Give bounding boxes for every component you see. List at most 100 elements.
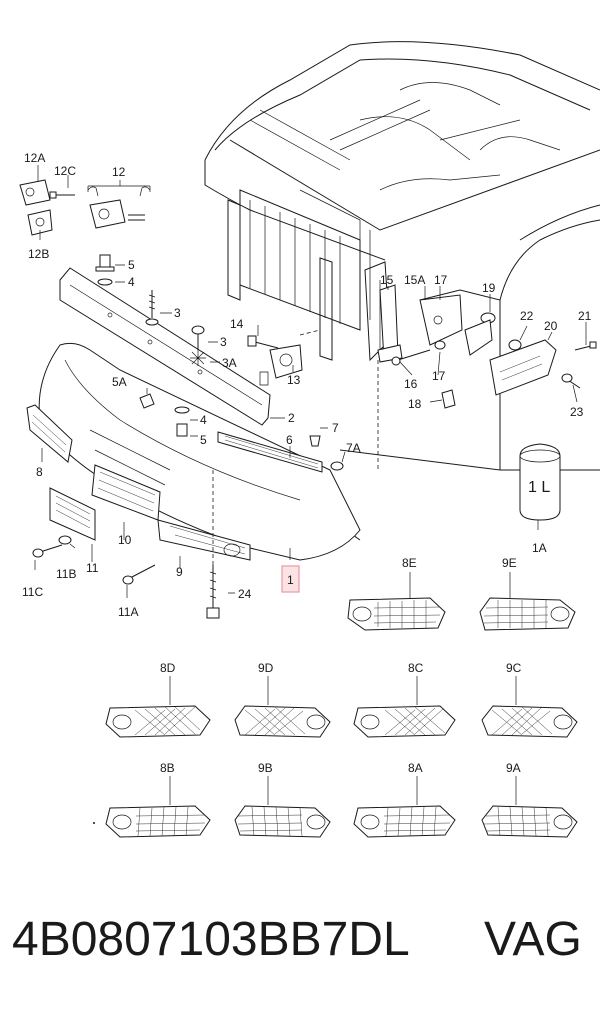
callout-9D: 9D bbox=[258, 661, 274, 675]
grille-9A bbox=[481, 805, 578, 838]
clip-3 bbox=[191, 325, 205, 350]
callout-8D: 8D bbox=[160, 661, 176, 675]
callout-1A: 1A bbox=[532, 541, 547, 555]
grille-9E bbox=[479, 597, 576, 631]
bracket-15A bbox=[419, 294, 463, 346]
callout-4-mid: 4 bbox=[200, 413, 207, 427]
callout-12B: 12B bbox=[28, 247, 49, 261]
grille-8-left bbox=[26, 404, 73, 463]
leader-lines bbox=[34, 165, 587, 805]
callout-9A: 9A bbox=[506, 761, 521, 775]
clip-22 bbox=[508, 339, 522, 351]
tow-bracket-12A bbox=[19, 179, 51, 206]
callout-10: 10 bbox=[118, 533, 132, 547]
callout-2: 2 bbox=[288, 411, 295, 425]
part-number: 4B0807103BB7DL bbox=[12, 913, 410, 966]
callout-6: 6 bbox=[286, 433, 293, 447]
callout-3A: 3A bbox=[222, 356, 237, 370]
callout-9C: 9C bbox=[506, 661, 522, 675]
bracket-19 bbox=[464, 312, 496, 356]
grille-9D bbox=[234, 705, 331, 738]
tow-bracket-12B bbox=[27, 209, 53, 236]
callout-12A: 12A bbox=[24, 151, 45, 165]
guide-20 bbox=[489, 339, 557, 396]
license-bracket-11 bbox=[49, 487, 96, 541]
callout-8B: 8B bbox=[160, 761, 175, 775]
callout-11C: 11C bbox=[22, 585, 43, 599]
callout-23: 23 bbox=[570, 405, 584, 419]
bolt-16 bbox=[391, 349, 431, 366]
callout-16: 16 bbox=[404, 377, 418, 391]
callout-9B: 9B bbox=[258, 761, 273, 775]
callout-3-left: 3 bbox=[174, 306, 181, 320]
callout-5-mid: 5 bbox=[200, 433, 207, 447]
callout-15: 15 bbox=[380, 273, 394, 287]
callout-8C: 8C bbox=[408, 661, 424, 675]
bolt-24 bbox=[206, 470, 220, 619]
callout-11A: 11A bbox=[118, 605, 138, 619]
grille-9B bbox=[234, 805, 331, 838]
callout-22: 22 bbox=[520, 309, 534, 323]
bumper-cover bbox=[38, 342, 361, 561]
callout-11B: 11B bbox=[56, 567, 76, 581]
screw-21 bbox=[574, 341, 597, 351]
callout-7: 7 bbox=[332, 421, 339, 435]
callout-4-top: 4 bbox=[128, 275, 135, 289]
grille-strip bbox=[217, 431, 323, 473]
callout-19: 19 bbox=[482, 281, 496, 295]
clip-5A bbox=[139, 393, 155, 409]
callout-18: 18 bbox=[408, 397, 422, 411]
screw-3-left bbox=[145, 290, 159, 326]
callout-7A: 7A bbox=[346, 441, 361, 455]
callout-14: 14 bbox=[230, 317, 244, 331]
grille-8B bbox=[105, 805, 211, 838]
callout-17-low: 17 bbox=[432, 369, 446, 383]
screw-11A bbox=[122, 564, 156, 585]
grille-8C bbox=[353, 705, 456, 738]
grille-8A bbox=[353, 805, 456, 838]
bracket-15 bbox=[377, 284, 403, 363]
bolt-5-top bbox=[95, 254, 115, 272]
callout-5-top: 5 bbox=[128, 258, 135, 272]
screw-11C bbox=[32, 544, 63, 558]
bracket-13 bbox=[259, 344, 303, 386]
washer-4-mid bbox=[174, 406, 190, 414]
screw-23 bbox=[561, 373, 581, 389]
bolt-14 bbox=[247, 335, 279, 349]
impact-bar bbox=[59, 267, 271, 426]
callout-17-top: 17 bbox=[434, 273, 448, 287]
callout-24: 24 bbox=[238, 587, 252, 601]
callout-20: 20 bbox=[544, 319, 558, 333]
callout-3-mid: 3 bbox=[220, 335, 227, 349]
highlight-box-1 bbox=[281, 565, 300, 593]
clip-3A bbox=[190, 350, 206, 366]
part-number-caption: 4B0807103BB7DL VAG bbox=[12, 912, 592, 982]
callout-8-left: 8 bbox=[36, 465, 43, 479]
grille-9C bbox=[481, 705, 578, 738]
grille-8E bbox=[347, 597, 446, 631]
fluid-bottle-1A bbox=[519, 443, 561, 521]
clip-7 bbox=[309, 435, 321, 447]
callout-8A: 8A bbox=[408, 761, 423, 775]
callout-13: 13 bbox=[287, 373, 301, 387]
nut-11B bbox=[58, 535, 72, 545]
washer-4-top bbox=[97, 278, 113, 286]
callout-8E: 8E bbox=[402, 556, 417, 570]
grille-8D bbox=[105, 705, 211, 738]
callout-21: 21 bbox=[578, 309, 592, 323]
tow-bracket-12 bbox=[87, 186, 151, 229]
clip-7A bbox=[330, 461, 344, 471]
callout-labels: 12A 12C 12 12B 5 4 3 3 14 3A 13 5A 4 2 5… bbox=[22, 151, 592, 775]
callout-9E: 9E bbox=[502, 556, 517, 570]
callout-11: 11 bbox=[86, 561, 99, 575]
callout-5A: 5A bbox=[112, 375, 127, 389]
callout-15A: 15A bbox=[404, 273, 425, 287]
screw-12C bbox=[49, 191, 75, 199]
bottle-label: 1 L bbox=[528, 479, 550, 496]
bolt-5-mid bbox=[176, 423, 188, 437]
clip-18 bbox=[441, 389, 456, 409]
callout-12C: 12C bbox=[54, 164, 76, 178]
callout-12: 12 bbox=[112, 165, 126, 179]
callout-9-left: 9 bbox=[176, 565, 183, 579]
